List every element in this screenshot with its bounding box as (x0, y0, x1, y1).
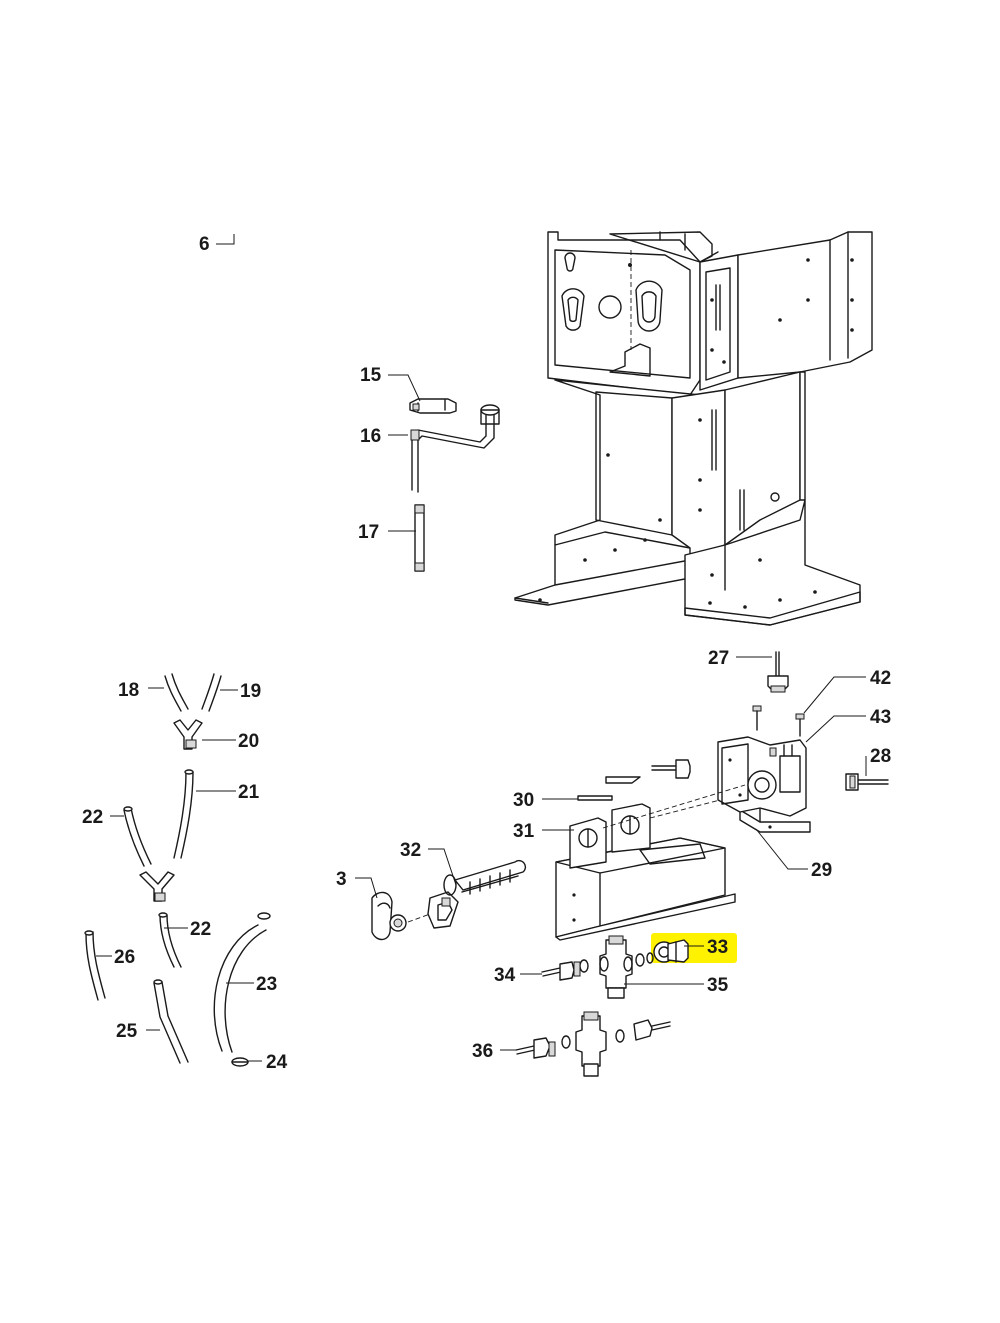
part-22-y-connector[interactable] (139, 871, 175, 902)
label-22-lower: 22 (190, 919, 211, 940)
label-42: 42 (870, 668, 891, 689)
label-35: 35 (707, 975, 729, 996)
leader-lines (96, 234, 867, 1062)
part-43-valve[interactable] (717, 736, 807, 817)
lower-tee-valve[interactable] (561, 1011, 671, 1077)
part-3-knob[interactable] (371, 891, 407, 941)
part-42-screw[interactable] (795, 713, 805, 737)
part-28-fitting[interactable] (845, 773, 889, 791)
label-3: 3 (336, 869, 347, 890)
screw-left[interactable] (752, 705, 762, 731)
fitting-between[interactable] (651, 759, 691, 779)
part-21-tube[interactable] (173, 769, 194, 859)
part-30-spacer[interactable] (577, 776, 641, 801)
part-22-tube-upper[interactable] (123, 806, 152, 867)
label-29: 29 (811, 860, 832, 881)
part-23-hose[interactable] (213, 912, 271, 1053)
label-16: 16 (360, 426, 381, 447)
label-15: 15 (360, 365, 382, 386)
part-31-reservoir[interactable] (555, 803, 736, 941)
part-15-clip[interactable] (409, 398, 457, 414)
label-20: 20 (238, 731, 259, 752)
label-28: 28 (870, 746, 891, 767)
label-23: 23 (256, 974, 277, 995)
part-36-fitting[interactable] (515, 1037, 556, 1059)
label-36: 36 (472, 1041, 493, 1062)
part-35-tee-valve[interactable] (599, 935, 633, 999)
label-19: 19 (240, 681, 261, 702)
label-31: 31 (513, 821, 535, 842)
label-26: 26 (114, 947, 135, 968)
part-20-y-connector[interactable] (173, 719, 203, 750)
label-32: 32 (400, 840, 421, 861)
label-27: 27 (708, 648, 729, 669)
part-32-element[interactable] (427, 859, 527, 929)
label-24: 24 (266, 1052, 288, 1073)
label-22-upper: 22 (82, 807, 103, 828)
part-33-nut[interactable] (653, 939, 689, 963)
label-25: 25 (116, 1021, 138, 1042)
label-30: 30 (513, 790, 534, 811)
label-34: 34 (494, 965, 516, 986)
part-34-fitting[interactable] (541, 961, 581, 981)
part-16-bent-tube[interactable] (410, 404, 500, 493)
part-22-tube-lower[interactable] (158, 912, 182, 968)
label-18: 18 (118, 680, 139, 701)
label-33: 33 (707, 937, 728, 958)
callout-labels: 6 15 16 17 18 19 20 21 22 22 23 24 25 26… (82, 234, 891, 1073)
part-19-tube[interactable] (201, 673, 222, 712)
part-18-tube[interactable] (164, 673, 189, 712)
part-17-tube[interactable] (414, 504, 425, 572)
label-21: 21 (238, 782, 260, 803)
part-24-clamp[interactable] (231, 1057, 249, 1067)
part-6-chassis-frame[interactable] (514, 231, 873, 626)
part-27-pin[interactable] (767, 651, 789, 693)
label-6: 6 (199, 234, 210, 255)
part-25-tube[interactable] (153, 979, 189, 1064)
label-43: 43 (870, 707, 891, 728)
part-26-tube[interactable] (84, 930, 106, 1001)
label-17: 17 (358, 522, 379, 543)
